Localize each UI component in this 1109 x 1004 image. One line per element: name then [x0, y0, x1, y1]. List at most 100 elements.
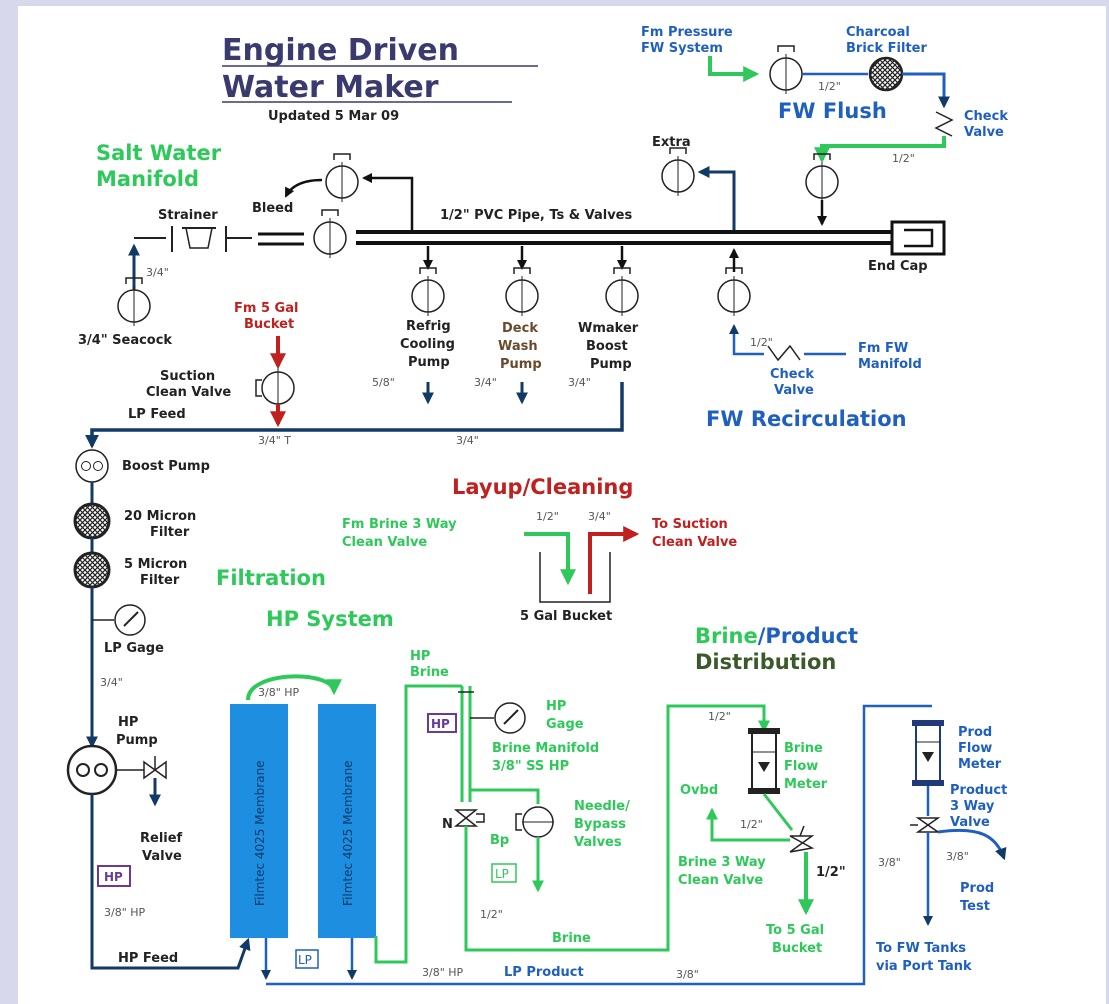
- label-prod-test-1: Prod: [960, 881, 994, 896]
- section-salt-water-2: Manifold: [96, 167, 199, 191]
- label-wmaker-1: Wmaker: [578, 321, 639, 336]
- label-fm5gal-1: Fm 5 Gal: [234, 301, 298, 316]
- pipe-hp-brine: [374, 684, 462, 964]
- label-hp-pump-1: HP: [118, 715, 138, 730]
- check-valve-recirc: [767, 344, 801, 362]
- label-fm-fw-1: Fm FW: [858, 341, 908, 356]
- label-refrig-3: Pump: [408, 355, 450, 370]
- label-half-in-b: 1/2": [892, 152, 915, 165]
- pipe-bucket-to-suction: [588, 526, 640, 594]
- label-prod-flow-3: Meter: [958, 757, 1002, 772]
- strainer: [171, 226, 227, 252]
- label-suction-1: Suction: [160, 369, 215, 384]
- label-micron20-2: Filter: [150, 525, 190, 540]
- membrane-2: Filmtec 4025 Membrane: [318, 704, 376, 938]
- pipe-fm-pressure: [708, 56, 760, 82]
- pipe-brine-to-meter: [464, 704, 770, 952]
- label-prod-test-2: Test: [960, 899, 990, 914]
- valve-refrig: [411, 267, 445, 316]
- label-three-quarter-d: 3/4": [456, 434, 479, 447]
- svg-text:HP: HP: [431, 717, 450, 731]
- hp-gage: [494, 702, 526, 734]
- label-ovbd: Ovbd: [680, 783, 718, 798]
- label-product3-3: Valve: [950, 815, 990, 830]
- label-half-in-h: 1/2": [816, 865, 846, 880]
- label-brine-manifold-1: Brine Manifold: [492, 741, 599, 756]
- label-check-valve-1: Check: [964, 109, 1008, 124]
- section-layup-cleaning: Layup/Cleaning: [452, 475, 633, 499]
- section-filtration: Filtration: [216, 566, 326, 590]
- membrane-1: Filmtec 4025 Membrane: [230, 704, 288, 938]
- needle-valve: [453, 809, 485, 827]
- label-hp-gage-2: Gage: [546, 717, 584, 732]
- label-seacock: 3/4" Seacock: [78, 333, 172, 348]
- prod-flow-meter: [912, 720, 944, 786]
- label-to-suction-1: To Suction: [652, 517, 728, 532]
- label-three-eighths-b: 3/8": [878, 856, 901, 869]
- label-five-eighths: 5/8": [372, 376, 395, 389]
- valve-fm-pressure: [769, 45, 803, 94]
- svg-text:LP: LP: [495, 867, 509, 881]
- label-to-fw-1: To FW Tanks: [876, 941, 966, 956]
- hp-box-a: HP: [97, 865, 131, 887]
- label-hp-brine-1: HP: [410, 649, 430, 664]
- svg-text:Filmtec 4025 Membrane: Filmtec 4025 Membrane: [341, 760, 355, 906]
- label-bp: Bp: [490, 833, 509, 848]
- label-micron5-2: Filter: [140, 573, 180, 588]
- label-lp-product: LP Product: [504, 965, 584, 980]
- brine-flow-meter: [748, 728, 780, 794]
- label-fm-brine-2: Clean Valve: [342, 535, 427, 550]
- pipe-meter-to-valve: [762, 793, 794, 831]
- label-three-quarter-c: 3/4": [568, 376, 591, 389]
- label-half-in-d: 1/2": [536, 510, 559, 523]
- pipe-fw-recirc: [729, 324, 764, 356]
- valve-seacock: [117, 277, 151, 326]
- label-boost-pump: Boost Pump: [122, 459, 210, 474]
- label-fm-pressure-2: FW System: [641, 41, 723, 56]
- pipe-prod-test: [937, 828, 1007, 861]
- label-product3-1: Product: [950, 783, 1007, 798]
- label-n: N: [442, 817, 453, 832]
- label-brine-line: Brine: [552, 931, 591, 946]
- section-brine-word: Brine/Product: [695, 624, 858, 648]
- label-suction-2: Clean Valve: [146, 385, 231, 400]
- label-charcoal-2: Brick Filter: [846, 41, 927, 56]
- pipe-hp-feed: [90, 794, 251, 970]
- label-check2-1: Check: [770, 367, 814, 382]
- filter-20-micron: [73, 502, 111, 540]
- label-end-cap: End Cap: [868, 259, 928, 274]
- label-half-in-c: 1/2": [750, 336, 773, 349]
- valve-suction-clean: [255, 368, 295, 408]
- valve-manifold: [313, 209, 347, 258]
- label-deck-3: Pump: [500, 357, 542, 372]
- label-half-in-f: 1/2": [708, 710, 731, 723]
- label-relief-2: Valve: [142, 849, 182, 864]
- pipe-ovbd: [706, 807, 790, 842]
- label-lp-feed: LP Feed: [128, 407, 186, 422]
- label-deck-2: Wash: [498, 339, 538, 354]
- pipe-lp-feed: [85, 382, 624, 449]
- valve-deck: [505, 267, 539, 316]
- label-lp-gage: LP Gage: [104, 641, 164, 656]
- label-needle-2: Bypass: [574, 817, 626, 832]
- label-hp-feed: HP Feed: [118, 951, 178, 966]
- svg-text:LP: LP: [298, 953, 312, 967]
- label-three-eighths-a: 3/8": [676, 968, 699, 981]
- label-three-quarter-b: 3/4": [474, 376, 497, 389]
- hp-box-b: HP: [427, 713, 457, 733]
- label-prod-flow-2: Flow: [958, 741, 992, 756]
- label-pvc-pipe: 1/2" PVC Pipe, Ts & Valves: [440, 208, 633, 223]
- label-micron5-1: 5 Micron: [124, 557, 187, 572]
- section-fw-flush: FW Flush: [778, 99, 887, 123]
- label-relief-1: Relief: [140, 831, 183, 846]
- label-brine3way-2: Clean Valve: [678, 873, 763, 888]
- label-prod-flow-1: Prod: [958, 725, 992, 740]
- label-fm-brine-1: Fm Brine 3 Way: [342, 517, 457, 532]
- label-three-eighths-hp-a: 3/8" HP: [104, 906, 146, 919]
- label-hp-brine-2: Brine: [410, 665, 449, 680]
- label-wmaker-2: Boost: [586, 339, 628, 354]
- label-micron20-1: 20 Micron: [124, 509, 196, 524]
- label-wmaker-3: Pump: [590, 357, 632, 372]
- label-fm-fw-2: Manifold: [858, 357, 922, 372]
